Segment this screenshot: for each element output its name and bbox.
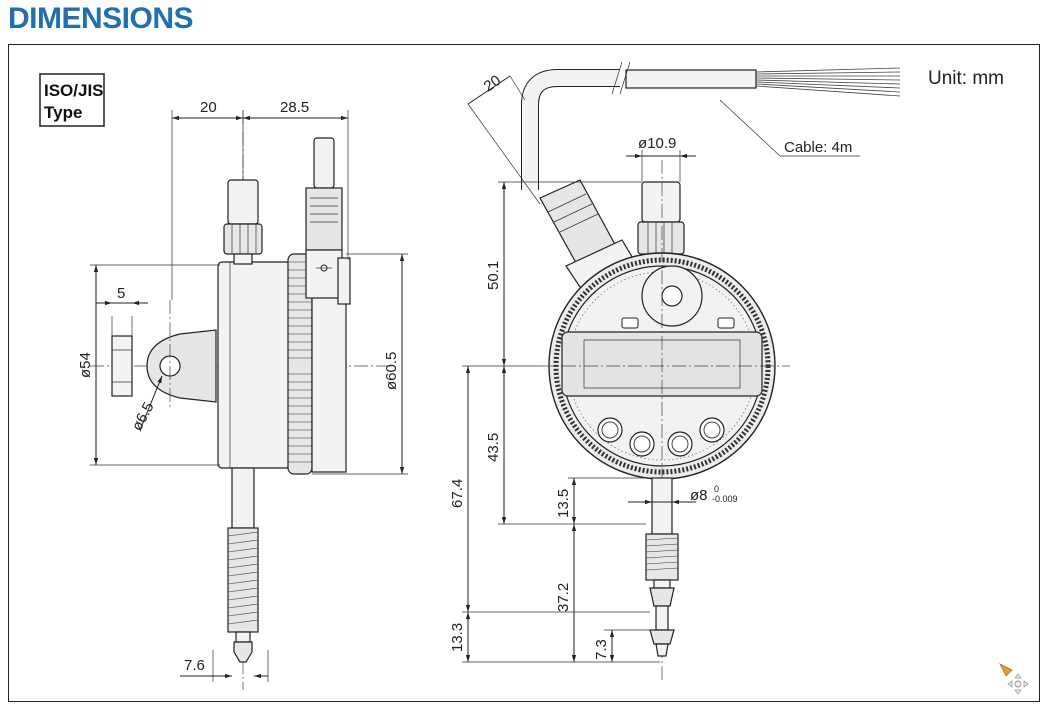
dim-d60-5: ø60.5 (383, 352, 400, 390)
dim-d54: ø54 (77, 352, 94, 378)
dim-13-3: 13.3 (449, 623, 466, 652)
drawing-frame (8, 44, 1040, 702)
type-box: ISO/JIS Type (39, 73, 105, 127)
dim-28-5: 28.5 (280, 99, 309, 116)
dim-d8-tol-lower: -0.009 (712, 494, 738, 504)
dim-20-left: 20 (200, 99, 217, 116)
dim-d10-9: ø10.9 (638, 135, 676, 152)
dim-13-5: 13.5 (555, 489, 572, 518)
side-case (217, 261, 291, 469)
dim-7-6: 7.6 (184, 657, 205, 674)
dim-5: 5 (117, 285, 125, 302)
dim-20-right: 20 (481, 72, 504, 95)
back-lug (146, 329, 217, 403)
dim-37-2: 37.2 (555, 583, 572, 612)
side-view: 20 28.5 5 ø54 ø6.5 ø60.5 7.6 (77, 99, 408, 690)
cable-label: Cable: 4m (784, 139, 852, 156)
dim-50-1: 50.1 (485, 261, 502, 290)
dim-d8: ø8 (690, 487, 708, 504)
dim-7-3: 7.3 (593, 639, 610, 660)
dim-43-5: 43.5 (485, 433, 502, 462)
page-title: DIMENSIONS (8, 2, 194, 35)
unit-label: Unit: mm (928, 68, 1004, 89)
dim-d6-5: ø6.5 (129, 399, 158, 433)
dim-d8-tol-upper: 0 (714, 484, 719, 494)
front-view: 20 ø10.9 Cable: 4m Unit: mm 50.1 43.5 67… (449, 61, 1004, 680)
dim-67-4: 67.4 (449, 479, 466, 508)
type-box-line1: ISO/JIS (44, 81, 104, 100)
type-box-line2: Type (44, 103, 82, 122)
move-cursor-icon[interactable] (996, 660, 1036, 700)
